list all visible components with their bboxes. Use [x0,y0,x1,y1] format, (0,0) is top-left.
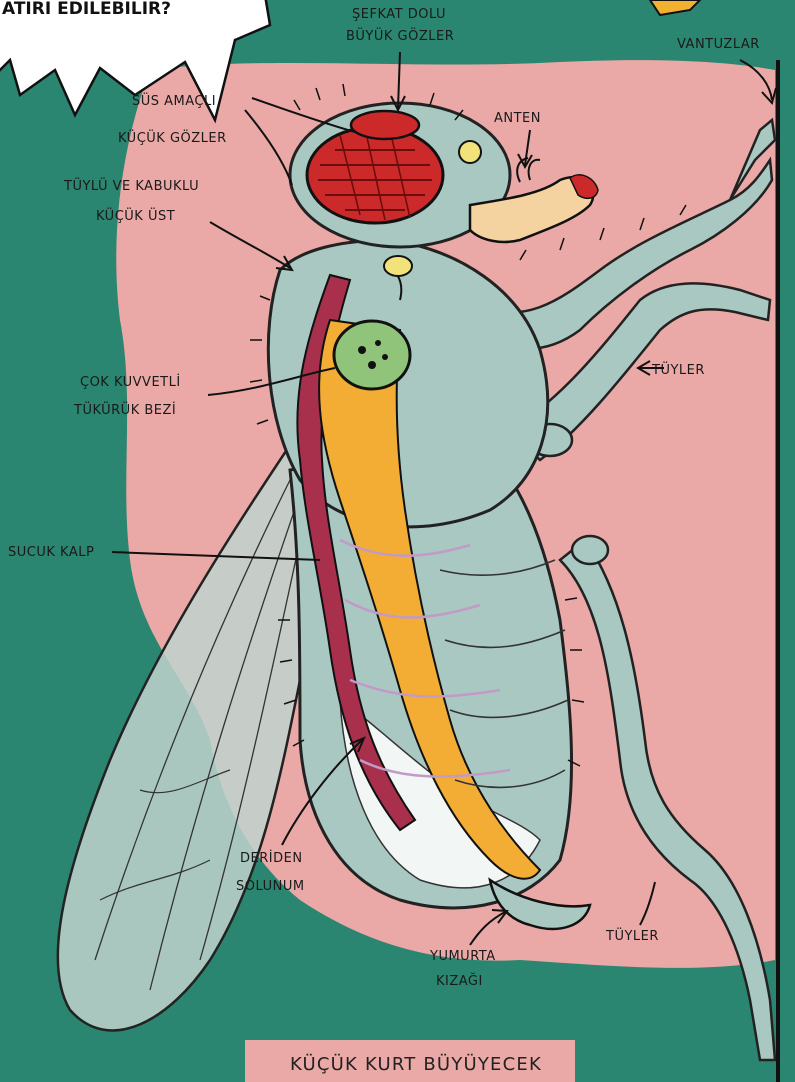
label-suction-cups: VANTUZLAR [677,37,760,52]
saliva-gland [334,321,410,389]
ocelli [351,111,419,139]
bottom-banner-text: KÜÇÜK KURT BÜYÜYECEK [290,1053,542,1075]
label-skin-breath-2: SOLUNUM [236,879,305,894]
label-small-eyes-1: SÜS AMAÇLI [132,92,216,109]
label-thorax-2: KÜÇÜK ÜST [96,207,175,224]
label-bristles-right: TÜYLER [651,361,705,378]
label-big-eyes-2: BÜYÜK GÖZLER [346,27,454,44]
label-antenna: ANTEN [494,111,541,126]
label-saliva-2: TÜKÜRÜK BEZİ [73,401,176,418]
label-ovipositor-1: YUMURTA [429,949,496,964]
label-small-eyes-2: KÜÇÜK GÖZLER [118,129,227,146]
pencil-tip [650,0,700,15]
label-big-eyes-1: ŞEFKAT DOLU [352,7,446,22]
burst-text: ATIRI EDILEBILIR? [2,0,171,19]
label-ovipositor-2: KIZAĞI [436,973,483,989]
label-thorax-1: TÜYLÜ VE KABUKLU [63,177,199,194]
label-heart: SUCUK KALP [8,545,94,560]
label-bristles-bottom: TÜYLER [605,927,659,944]
label-saliva-1: ÇOK KUVVETLİ [80,374,181,390]
label-skin-breath-1: DERİDEN [240,850,303,866]
